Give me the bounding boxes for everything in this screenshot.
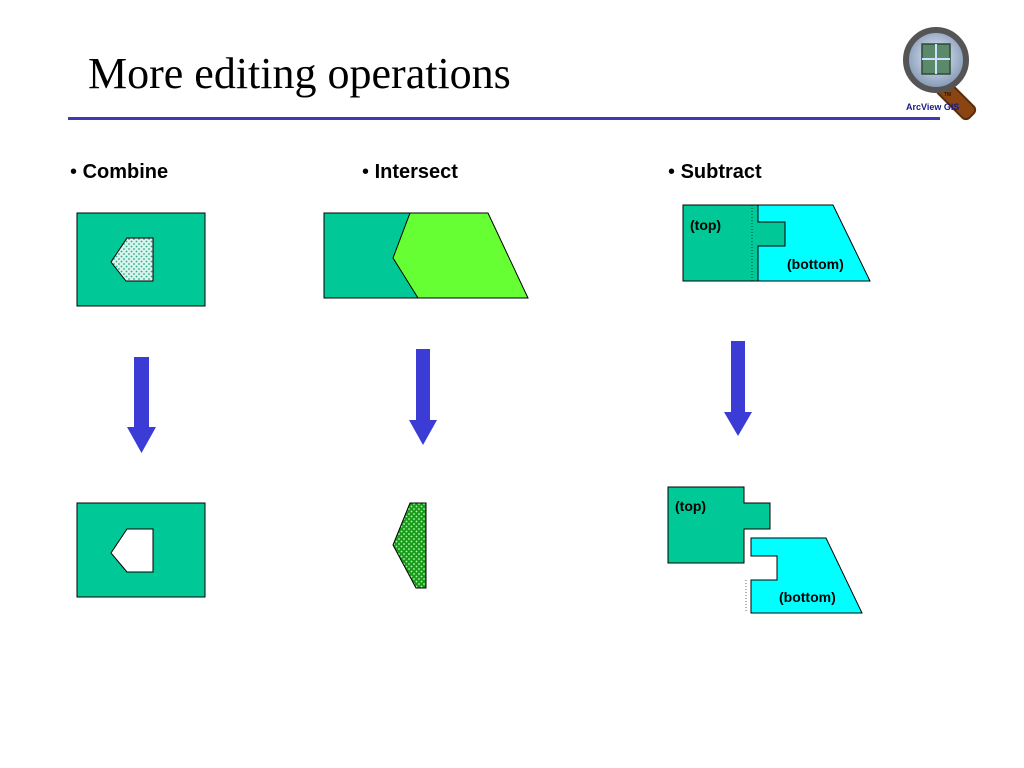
section-label-combine: • Combine [70,162,168,182]
subtract-top-label: (top) [690,217,721,233]
logo-text: ArcView GIS [906,102,959,112]
title-underline [68,117,940,120]
subtract-arrow [724,341,752,436]
subtract-result-top-label: (top) [675,498,706,514]
intersect-before [323,212,529,299]
intersect-arrow [409,349,437,445]
arcview-logo: TM ArcView GIS [903,27,977,121]
logo-tm: TM [944,92,951,98]
section-label-intersect: • Intersect [362,162,458,182]
subtract-result-bottom-polygon [750,537,863,614]
section-label-subtract: • Subtract [668,162,762,182]
subtract-after: (top) (bottom) [667,486,863,614]
subtract-before: (top) (bottom) [682,204,871,282]
intersect-lime-polygon [392,212,529,299]
combine-inner-polygon [110,237,154,282]
bullet: • [668,161,676,183]
slide-title: More editing operations [88,49,511,98]
intersect-after [392,502,427,589]
intersect-label: Intersect [374,161,458,183]
bullet: • [70,161,78,183]
intersect-result-polygon [392,502,427,589]
subtract-result-top-polygon [667,486,771,564]
combine-after [76,502,206,598]
subtract-result-bottom-label: (bottom) [779,589,836,605]
combine-label: Combine [82,161,169,183]
bullet: • [362,161,370,183]
combine-before [76,212,206,307]
combine-result-hole [110,528,154,573]
subtract-bottom-label: (bottom) [787,256,844,272]
subtract-top-polygon [682,204,786,282]
subtract-label: Subtract [680,161,762,183]
combine-arrow [127,357,156,453]
